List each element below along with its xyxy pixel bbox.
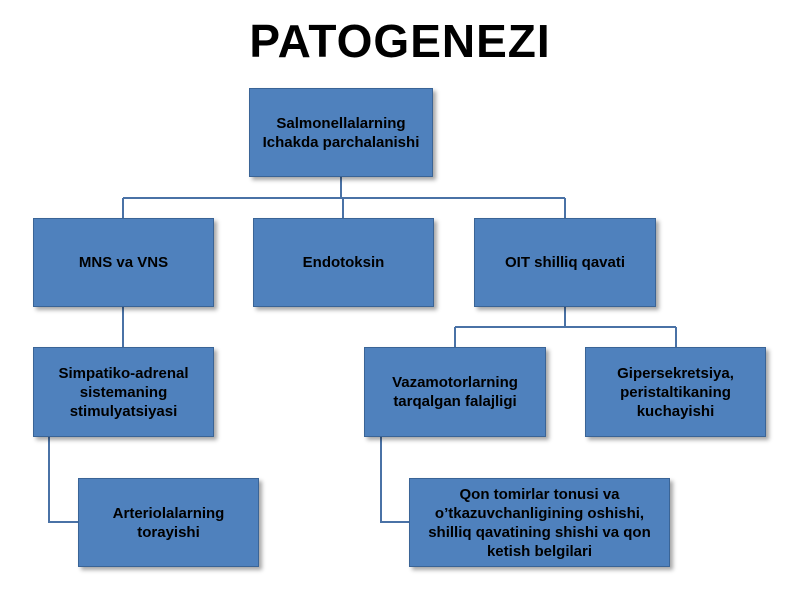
node-label: OIT shilliq qavati bbox=[504, 254, 626, 271]
node-oit-shilliq-qavati: OIT shilliq qavati bbox=[474, 218, 656, 307]
node-label: MNS va VNS bbox=[78, 254, 169, 271]
node-label: Salmonellalarning Ichakda parchalanishi bbox=[262, 114, 420, 151]
page-title: PATOGENEZI bbox=[249, 15, 551, 67]
connector-simpatiko-arteriola bbox=[48, 437, 78, 523]
node-mns-vns: MNS va VNS bbox=[33, 218, 214, 307]
node-gipersekretsiya: Gipersekretsiya, peristaltikaning kuchay… bbox=[585, 347, 766, 437]
node-label: Arteriolalarning torayishi bbox=[112, 504, 225, 541]
node-simpatiko-adrenal: Simpatiko-adrenal sistemaning stimulyats… bbox=[33, 347, 214, 437]
node-endotoksin: Endotoksin bbox=[253, 218, 434, 307]
node-qon-tomirlar: Qon tomirlar tonusi va o’tkazuvchanligin… bbox=[409, 478, 670, 567]
node-label: Endotoksin bbox=[302, 254, 385, 271]
node-label: Simpatiko-adrenal sistemaning stimulyats… bbox=[58, 364, 189, 420]
connector-vazamotor-qon bbox=[380, 437, 409, 523]
node-label: Vazamotorlarning tarqalgan falajligi bbox=[392, 374, 518, 410]
node-arteriola-torayishi: Arteriolalarning torayishi bbox=[78, 478, 259, 567]
node-vazamotor-falajligi: Vazamotorlarning tarqalgan falajligi bbox=[364, 347, 546, 437]
node-label: Gipersekretsiya, peristaltikaning kuchay… bbox=[617, 364, 734, 420]
node-label: Qon tomirlar tonusi va o’tkazuvchanligin… bbox=[428, 485, 651, 560]
node-salmonella-parchalanishi: Salmonellalarning Ichakda parchalanishi bbox=[249, 88, 433, 177]
